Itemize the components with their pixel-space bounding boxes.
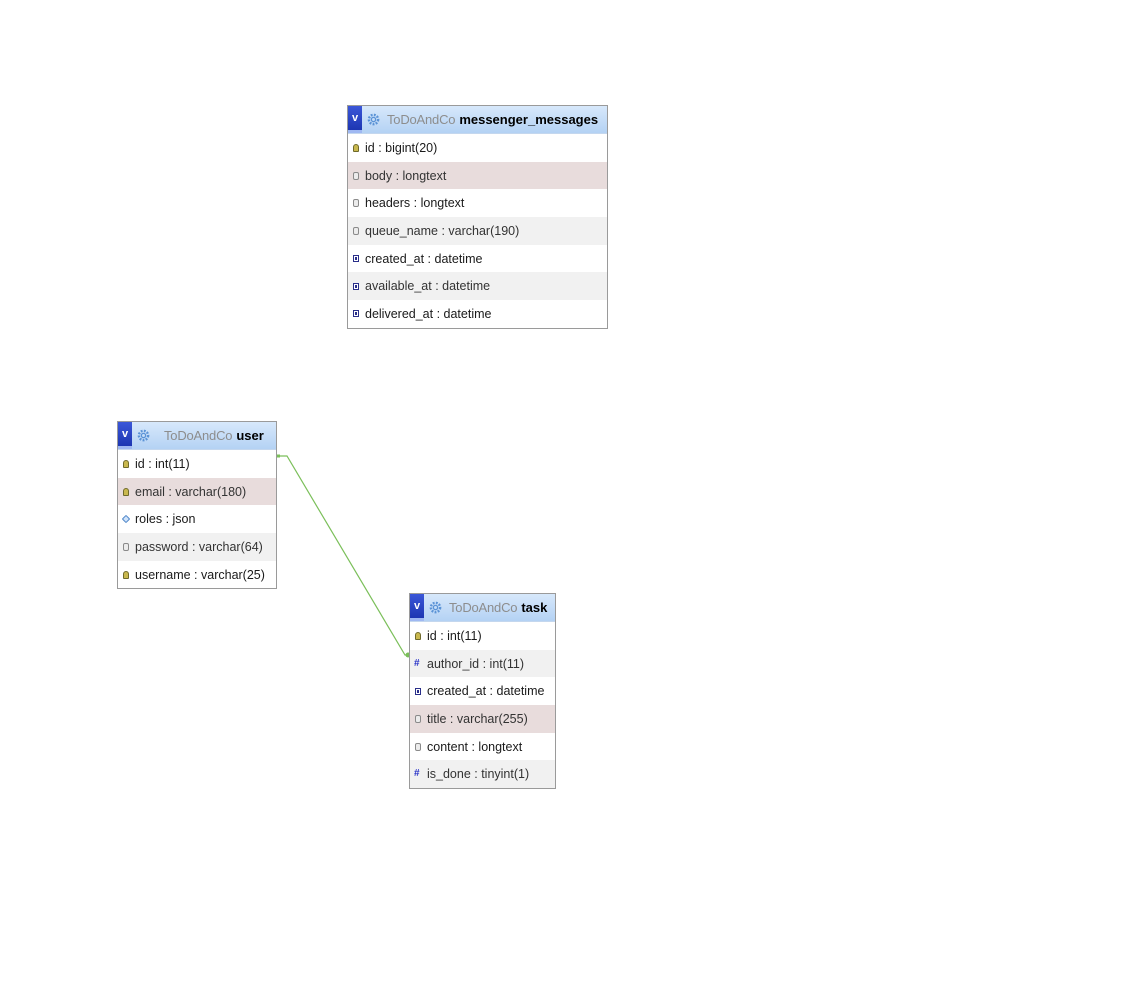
table-name: user [236,428,264,443]
table-name: task [521,600,548,615]
gear-icon[interactable] [137,429,150,442]
column-label: created_at : datetime [365,251,483,266]
column-label: username : varchar(25) [135,567,265,582]
column-label: id : bigint(20) [365,140,438,155]
column-label: id : int(11) [427,628,482,643]
column-row[interactable]: created_at : datetime [410,677,555,705]
table-user[interactable]: v ToDoAndCo user id : int(11) email : va… [117,421,277,590]
text-icon [123,542,129,551]
column-row[interactable]: body : longtext [348,161,607,190]
column-row[interactable]: id : bigint(20) [348,134,607,162]
column-row[interactable]: id : int(11) [118,450,276,478]
database-name: ToDoAndCo [449,600,518,615]
key-icon [123,570,129,579]
database-name: ToDoAndCo [387,112,456,127]
column-label: body : longtext [365,168,447,183]
column-row[interactable]: headers : longtext [348,189,607,217]
column-row[interactable]: title : varchar(255) [410,705,555,733]
number-icon: # [414,768,420,780]
table-header[interactable]: v ToDoAndCo task [410,594,555,622]
column-label: created_at : datetime [427,684,545,699]
key-icon [123,459,129,468]
column-row[interactable]: delivered_at : datetime [348,300,607,328]
column-row[interactable]: queue_name : varchar(190) [348,217,607,245]
column-label: roles : json [135,512,196,527]
key-icon [415,631,421,640]
collapse-toggle-button[interactable]: v [348,106,362,133]
relation-start-marker [277,454,280,458]
column-label: delivered_at : datetime [365,306,492,321]
column-row[interactable]: created_at : datetime [348,245,607,273]
column-label: email : varchar(180) [135,484,247,499]
column-row[interactable]: # author_id : int(11) [410,649,555,678]
column-row[interactable]: roles : json [118,505,276,533]
gear-icon[interactable] [367,113,380,126]
collapse-toggle-button[interactable]: v [118,422,132,449]
column-label: author_id : int(11) [427,656,525,671]
collapse-toggle-button[interactable]: v [410,594,424,621]
json-icon [121,514,131,524]
column-row[interactable]: username : varchar(25) [118,561,276,589]
column-row[interactable]: password : varchar(64) [118,533,276,561]
column-label: queue_name : varchar(190) [365,223,520,238]
date-icon [415,687,421,695]
column-row[interactable]: available_at : datetime [348,272,607,301]
column-row[interactable]: email : varchar(180) [118,477,276,506]
column-label: title : varchar(255) [427,711,528,726]
gear-icon[interactable] [429,601,442,614]
number-icon: # [414,657,420,669]
column-label: id : int(11) [135,456,190,471]
column-row[interactable]: # is_done : tinyint(1) [410,760,555,789]
column-row[interactable]: id : int(11) [410,622,555,650]
table-task[interactable]: v ToDoAndCo task id : int(11) # author_i… [409,593,556,790]
table-name: messenger_messages [459,112,599,127]
date-icon [353,282,359,290]
text-icon [353,171,359,180]
table-header[interactable]: v ToDoAndCo messenger_messages [348,106,607,134]
text-icon [415,714,421,723]
key-icon [123,487,129,496]
column-label: password : varchar(64) [135,539,263,554]
table-header[interactable]: v ToDoAndCo user [118,422,276,450]
column-label: is_done : tinyint(1) [427,767,530,782]
text-icon [353,226,359,235]
column-label: headers : longtext [365,196,465,211]
column-label: available_at : datetime [365,279,491,294]
database-name: ToDoAndCo [164,428,233,443]
key-icon [353,143,359,152]
date-icon [353,255,359,263]
text-icon [415,742,421,751]
date-icon [353,310,359,318]
table-messenger-messages[interactable]: v ToDoAndCo messenger_messages id : bigi… [347,105,608,329]
column-label: content : longtext [427,739,523,754]
relation-line-user-id-task-author-id[interactable] [279,455,410,656]
text-icon [353,199,359,208]
column-row[interactable]: content : longtext [410,733,555,761]
